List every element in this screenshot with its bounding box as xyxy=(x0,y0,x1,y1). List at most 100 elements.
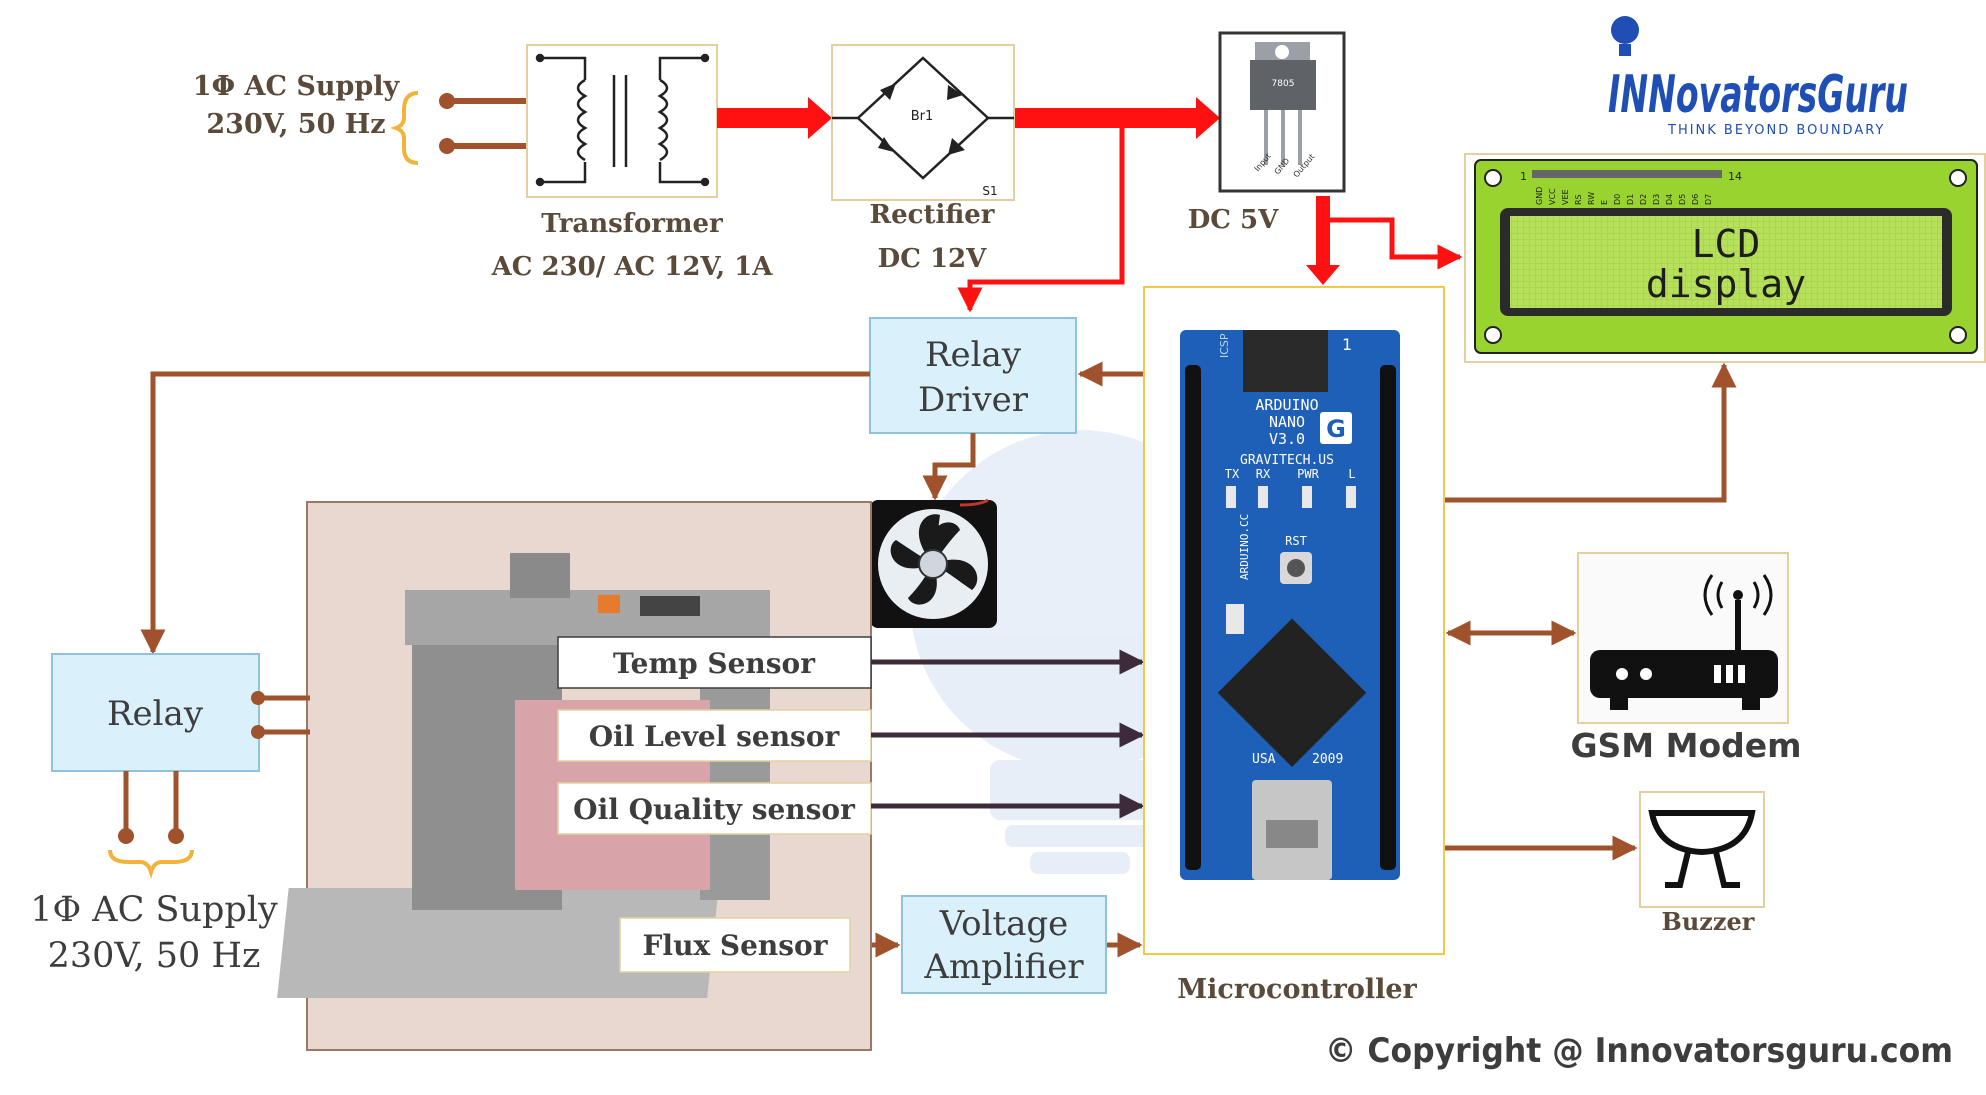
transformer-label: Transformer xyxy=(541,209,723,239)
lcd-pin-first: 1 xyxy=(1520,170,1527,183)
side-text: ARDUINO.CC xyxy=(1238,514,1251,580)
svg-text:RS: RS xyxy=(1574,194,1583,205)
pin-one-label: 1 xyxy=(1342,335,1352,354)
svg-text:D4: D4 xyxy=(1665,194,1674,205)
sensor-flux: Flux Sensor xyxy=(619,917,851,973)
led-pwr: PWR xyxy=(1297,467,1319,481)
board-logo xyxy=(1320,412,1352,444)
icsp-label: ICSP xyxy=(1218,333,1231,358)
buzzer-block: Buzzer xyxy=(1639,791,1765,936)
lcd-line1: LCD xyxy=(1692,222,1761,266)
supply-top-line2: 230V, 50 Hz xyxy=(206,109,385,140)
svg-text:G: G xyxy=(1326,415,1346,443)
relay-driver-line2: Driver xyxy=(918,380,1029,420)
lcd-module: 1 14 GND VCC VEE RS RW E D0 D1 D2 D3 D4 … xyxy=(1464,153,1986,363)
buzzer-label: Buzzer xyxy=(1662,907,1755,936)
microcontroller-label: Microcontroller xyxy=(1177,974,1417,1005)
svg-text:VEE: VEE xyxy=(1561,189,1570,205)
svg-text:D5: D5 xyxy=(1678,194,1687,205)
supply-top-brace xyxy=(390,91,419,165)
photo-terminal-block xyxy=(510,553,570,598)
board-footer-right: 2009 xyxy=(1312,752,1343,767)
brand-logo: INNovatorsGuru THINK BEYOND BOUNDARY xyxy=(1608,16,1908,138)
led-tx: TX xyxy=(1225,467,1240,481)
svg-text:D7: D7 xyxy=(1704,194,1713,205)
mcu-chip xyxy=(1217,618,1367,767)
fan-icon xyxy=(870,498,997,628)
sensor-oil-level: Oil Level sensor xyxy=(557,709,872,762)
sensor-temp-label: Temp Sensor xyxy=(613,647,816,680)
router-icon xyxy=(1590,574,1778,710)
voltage-amplifier-block: Voltage Amplifier xyxy=(901,895,1107,994)
board-line-2: NANO xyxy=(1269,413,1305,431)
relay-label: Relay xyxy=(107,694,204,734)
sensor-flux-label: Flux Sensor xyxy=(643,929,829,962)
transformer-rating: AC 230/ AC 12V, 1A xyxy=(491,252,774,282)
brand-tagline: THINK BEYOND BOUNDARY xyxy=(1667,123,1885,138)
transformer-symbol xyxy=(535,53,710,187)
brown-connectors xyxy=(140,361,1737,958)
relay-driver-line1: Relay xyxy=(925,335,1022,375)
relay-driver-box xyxy=(869,317,1077,434)
ac-supply-top: 1Φ AC Supply 230V, 50 Hz xyxy=(193,71,527,165)
svg-text:VCC: VCC xyxy=(1548,188,1557,205)
arduino-pin-rows xyxy=(1185,365,1396,870)
ac-supply-bottom: 1Φ AC Supply 230V, 50 Hz xyxy=(30,849,278,976)
relay-box xyxy=(51,653,260,772)
svg-text:RW: RW xyxy=(1587,192,1596,205)
icsp-header xyxy=(1243,330,1328,392)
board-line-4: GRAVITECH.US xyxy=(1240,453,1334,468)
relay-block: Relay xyxy=(51,653,310,844)
svg-text:D2: D2 xyxy=(1639,194,1648,205)
svg-text:D1: D1 xyxy=(1626,194,1635,205)
gsm-modem-block: GSM Modem xyxy=(1570,552,1802,765)
reset-label: RST xyxy=(1285,534,1307,548)
transformer-block: Transformer AC 230/ AC 12V, 1A xyxy=(491,44,774,282)
sensor-temp: Temp Sensor xyxy=(557,636,872,689)
supply-bottom-line2: 230V, 50 Hz xyxy=(48,936,261,976)
rectifier-part: Br1 xyxy=(911,109,934,124)
svg-text:D6: D6 xyxy=(1691,194,1700,205)
brand-name: INNovatorsGuru xyxy=(1608,65,1908,125)
bridge-symbol xyxy=(832,56,1014,180)
buzzer-icon xyxy=(1648,810,1756,888)
rectifier-block: Br1 S1 Rectifier DC 12V xyxy=(831,44,1015,274)
board-line-3: V3.0 xyxy=(1269,430,1305,448)
svg-text:E: E xyxy=(1600,200,1609,205)
lcd-header-pins xyxy=(1532,170,1722,178)
brand-bulb-icon xyxy=(1611,16,1639,44)
sensor-oil-level-label: Oil Level sensor xyxy=(589,720,841,753)
sensor-oil-quality: Oil Quality sensor xyxy=(557,782,872,835)
voltage-amplifier-box xyxy=(901,895,1107,994)
svg-text:D0: D0 xyxy=(1613,194,1622,205)
board-footer-left: USA xyxy=(1252,752,1276,767)
lcd-pin-labels: GND VCC VEE RS RW E D0 D1 D2 D3 D4 D5 D6… xyxy=(1535,187,1713,205)
lcd-line2: display xyxy=(1646,262,1806,306)
supply-bottom-brace xyxy=(108,849,194,879)
regulator-block: 7805 Input GND Output DC 5V xyxy=(1188,31,1346,235)
supply-top-line1: 1Φ AC Supply xyxy=(193,71,401,102)
svg-text:D3: D3 xyxy=(1652,194,1661,205)
rectifier-pin: S1 xyxy=(982,184,997,198)
regulator-body xyxy=(1250,60,1316,110)
arduino-board xyxy=(1180,330,1400,880)
rectifier-output: DC 12V xyxy=(878,244,987,274)
sensor-arrows xyxy=(871,649,1145,819)
relay-driver-block: Relay Driver xyxy=(869,317,1077,434)
bridge-diodes xyxy=(878,83,965,155)
svg-text:GND: GND xyxy=(1535,187,1544,205)
led-l: L xyxy=(1348,467,1355,481)
lcd-screen xyxy=(1510,216,1942,308)
regulator-label: DC 5V xyxy=(1188,205,1279,235)
copyright-text: © Copyright @ Innovatorsguru.com xyxy=(1325,1031,1953,1071)
photo-top-frame xyxy=(405,590,770,645)
power-arrows xyxy=(717,97,1463,313)
gsm-label: GSM Modem xyxy=(1570,726,1801,765)
sensor-oil-quality-label: Oil Quality sensor xyxy=(573,793,856,826)
rectifier-label: Rectifier xyxy=(869,200,994,230)
led-rx: RX xyxy=(1256,467,1271,481)
voltage-amplifier-line2: Amplifier xyxy=(923,947,1084,987)
voltage-amplifier-line1: Voltage xyxy=(939,904,1069,944)
regulator-part: 7805 xyxy=(1272,79,1295,89)
